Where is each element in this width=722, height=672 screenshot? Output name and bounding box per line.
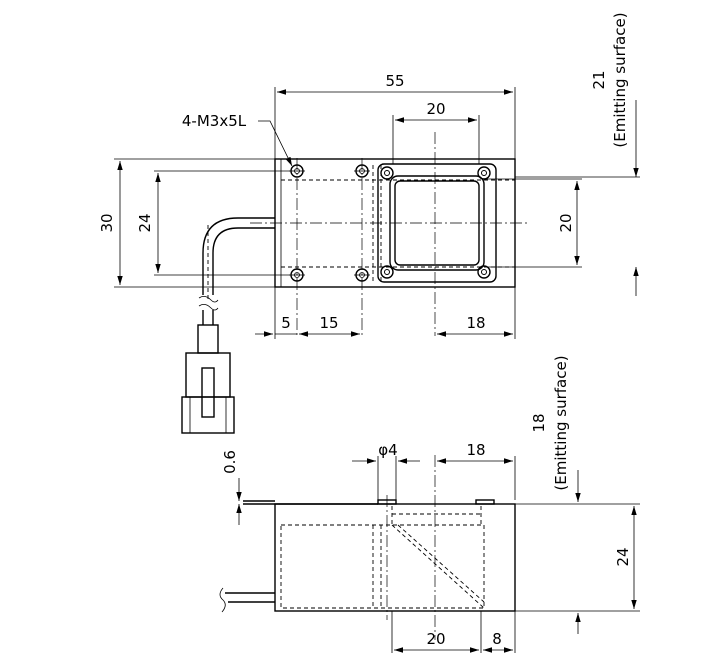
dim-overall-length-label: 55 (385, 72, 404, 90)
holes-leader (258, 120, 293, 167)
side-hidden-cavity (280, 524, 485, 609)
dim-window-height-label: 20 (557, 213, 575, 232)
side-view: 0.6 φ4 18 24 18 (Emitting surface) 20 8 (219, 355, 640, 653)
mounting-hole (289, 268, 305, 282)
mounting-hole (354, 268, 370, 282)
holes-note: 4-M3x5L (182, 112, 247, 130)
window-screw (380, 265, 394, 279)
dim-window-offset-label: 18 (466, 314, 485, 332)
dim-height-label: 30 (98, 213, 116, 232)
dim-offset-right-label: 18 (466, 441, 485, 459)
connector (181, 324, 235, 434)
dim-emitting-surface-note-side: (Emitting surface) (552, 355, 570, 490)
side-body-outline (274, 503, 516, 612)
mounting-hole (289, 164, 305, 178)
top-view: 55 20 30 24 20 21 (Emitting surface) 5 1… (98, 12, 640, 434)
window-plate (377, 163, 497, 283)
side-hidden-diagonal (391, 524, 485, 609)
mounting-hole (354, 164, 370, 178)
dim-side-height-label: 24 (614, 547, 632, 566)
side-cable (219, 587, 275, 613)
window-screw (477, 166, 491, 180)
emitting-window-inner (394, 180, 480, 266)
window-screw (477, 265, 491, 279)
dim-hole-pitch-vertical-label: 24 (136, 213, 154, 232)
dim-bottom-width-label: 20 (426, 630, 445, 648)
dim-window-width-label: 20 (426, 100, 445, 118)
dim-offset-first-label: 5 (281, 314, 291, 332)
cable (198, 217, 275, 325)
side-window-protrusion (475, 499, 495, 505)
emitting-window-outer (389, 175, 485, 271)
dim-emitting-height-label: 18 (530, 413, 548, 432)
dim-emitting-depth-label: 21 (590, 70, 608, 89)
dim-diameter-label: φ4 (378, 441, 397, 459)
dim-protrusion-label: 0.6 (221, 450, 239, 474)
dim-emitting-surface-note: (Emitting surface) (611, 12, 629, 147)
side-hidden-diagonal (397, 524, 485, 603)
window-screw (380, 166, 394, 180)
dim-hole-pitch-horizontal-label: 15 (319, 314, 338, 332)
dim-bottom-offset-label: 8 (492, 630, 502, 648)
